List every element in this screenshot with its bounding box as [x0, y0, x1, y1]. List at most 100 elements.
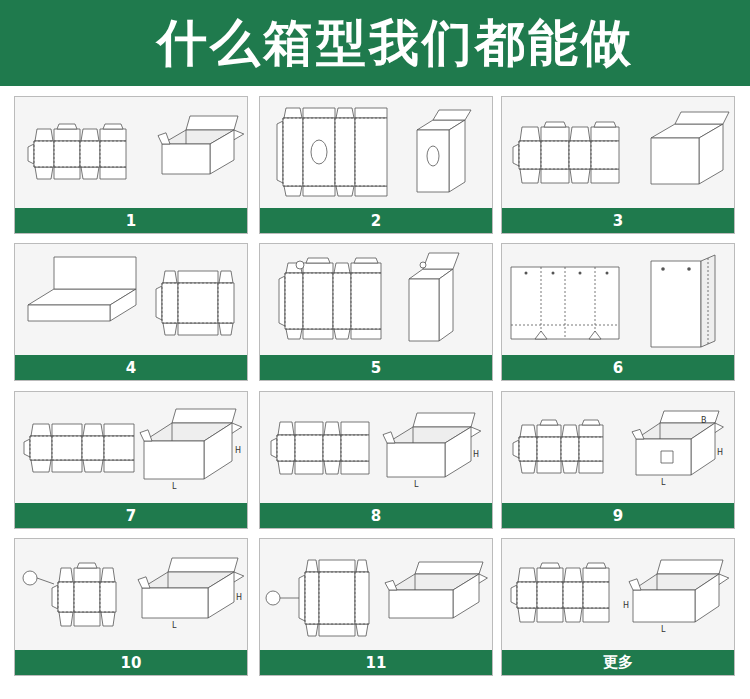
- panel: [563, 582, 583, 608]
- lid-flap: [54, 129, 80, 141]
- fold-line: [218, 283, 234, 284]
- panel: [519, 141, 541, 169]
- panel-frame: [260, 392, 493, 529]
- panel-frame: [502, 392, 735, 529]
- fold-line: [162, 283, 163, 323]
- fold-line: [82, 436, 104, 437]
- lid: [433, 110, 471, 120]
- fold-line: [37, 578, 54, 584]
- panel: [100, 582, 116, 612]
- fold-line: [74, 582, 75, 612]
- dimension-letter: H: [236, 594, 242, 602]
- lid-flap: [579, 425, 603, 437]
- fold-line: [579, 461, 603, 462]
- fold-line: [283, 186, 303, 187]
- fold-line: [218, 323, 234, 324]
- panel: [305, 572, 319, 624]
- panel: [104, 436, 134, 460]
- fold-line: [319, 572, 320, 624]
- number-bar: 1: [15, 208, 247, 233]
- front-flap: [158, 133, 170, 144]
- back-flap: [413, 413, 475, 427]
- bottom-flap: [178, 323, 218, 335]
- panel: [277, 435, 295, 461]
- dust-flap: [336, 108, 354, 118]
- dust-flap: [334, 329, 350, 339]
- panel: [537, 582, 563, 608]
- fold-line: [341, 461, 369, 462]
- lid-flap: [355, 108, 387, 118]
- number-bar: 9: [502, 503, 734, 528]
- panel: [34, 141, 54, 167]
- panel-number: 8: [371, 507, 381, 525]
- fold-line: [583, 582, 609, 583]
- lid-flap: [351, 263, 381, 273]
- fold-line: [537, 582, 563, 583]
- fold-line: [58, 582, 74, 583]
- fold-line: [333, 329, 351, 330]
- fold-line: [561, 461, 579, 462]
- front-face: [636, 439, 691, 475]
- header-band: 什么箱型我们都能做: [0, 0, 750, 86]
- dust-flap: [31, 460, 51, 472]
- panel: [178, 283, 218, 323]
- bottom-flap: [54, 167, 80, 179]
- fold-line: [30, 460, 52, 461]
- dust-flap: [518, 568, 536, 582]
- fold-line: [178, 283, 218, 284]
- panel-number: 6: [613, 359, 623, 377]
- gusset-fold: [535, 331, 547, 339]
- display-back: [54, 257, 136, 289]
- fold-line: [305, 572, 319, 573]
- box-figure: [260, 244, 493, 381]
- lid-flap: [341, 422, 369, 435]
- dust-flap: [278, 422, 294, 435]
- fold-line: [333, 273, 334, 329]
- fold-line: [34, 167, 54, 168]
- front-flap: [140, 430, 152, 441]
- fold-line: [162, 323, 178, 324]
- side-face: [445, 427, 471, 477]
- dust-flap: [35, 129, 53, 141]
- fold-line: [100, 582, 101, 612]
- side-face: [695, 574, 719, 622]
- panel: [80, 141, 100, 167]
- fold-line: [563, 582, 564, 608]
- fold-line: [285, 329, 303, 330]
- dust-flap: [520, 425, 536, 437]
- panel-number: 9: [613, 507, 623, 525]
- panel-number: 4: [126, 359, 136, 377]
- front-face: [417, 130, 449, 192]
- fold-line: [104, 436, 134, 437]
- dimension-letter: L: [172, 622, 176, 630]
- glue-tab: [271, 438, 277, 458]
- front-face: [651, 138, 699, 184]
- fold-line: [305, 624, 319, 625]
- panel: [54, 141, 80, 167]
- dust-flap: [570, 127, 590, 141]
- fold-line: [100, 612, 116, 613]
- handle-hole: [606, 272, 609, 275]
- panel-frame: [260, 244, 493, 381]
- fold-line: [591, 141, 592, 169]
- fold-line: [355, 572, 356, 624]
- panel: [591, 141, 619, 169]
- panel: [303, 273, 333, 329]
- bag-net: [511, 267, 619, 339]
- number-bar: 4: [15, 355, 247, 380]
- fold-line: [355, 118, 387, 119]
- handle-hole: [525, 272, 528, 275]
- box-figure: [15, 392, 248, 529]
- panel: [355, 572, 369, 624]
- fold-line: [305, 572, 306, 624]
- bottom-flap: [579, 461, 603, 473]
- fold-line: [178, 283, 179, 323]
- lid-flap: [537, 568, 563, 582]
- bag-side: [701, 255, 715, 347]
- panel: [52, 436, 82, 460]
- panel: [323, 435, 341, 461]
- fold-line: [80, 167, 100, 168]
- side-face: [449, 120, 465, 192]
- fold-line: [541, 141, 542, 169]
- fold-line: [519, 437, 537, 438]
